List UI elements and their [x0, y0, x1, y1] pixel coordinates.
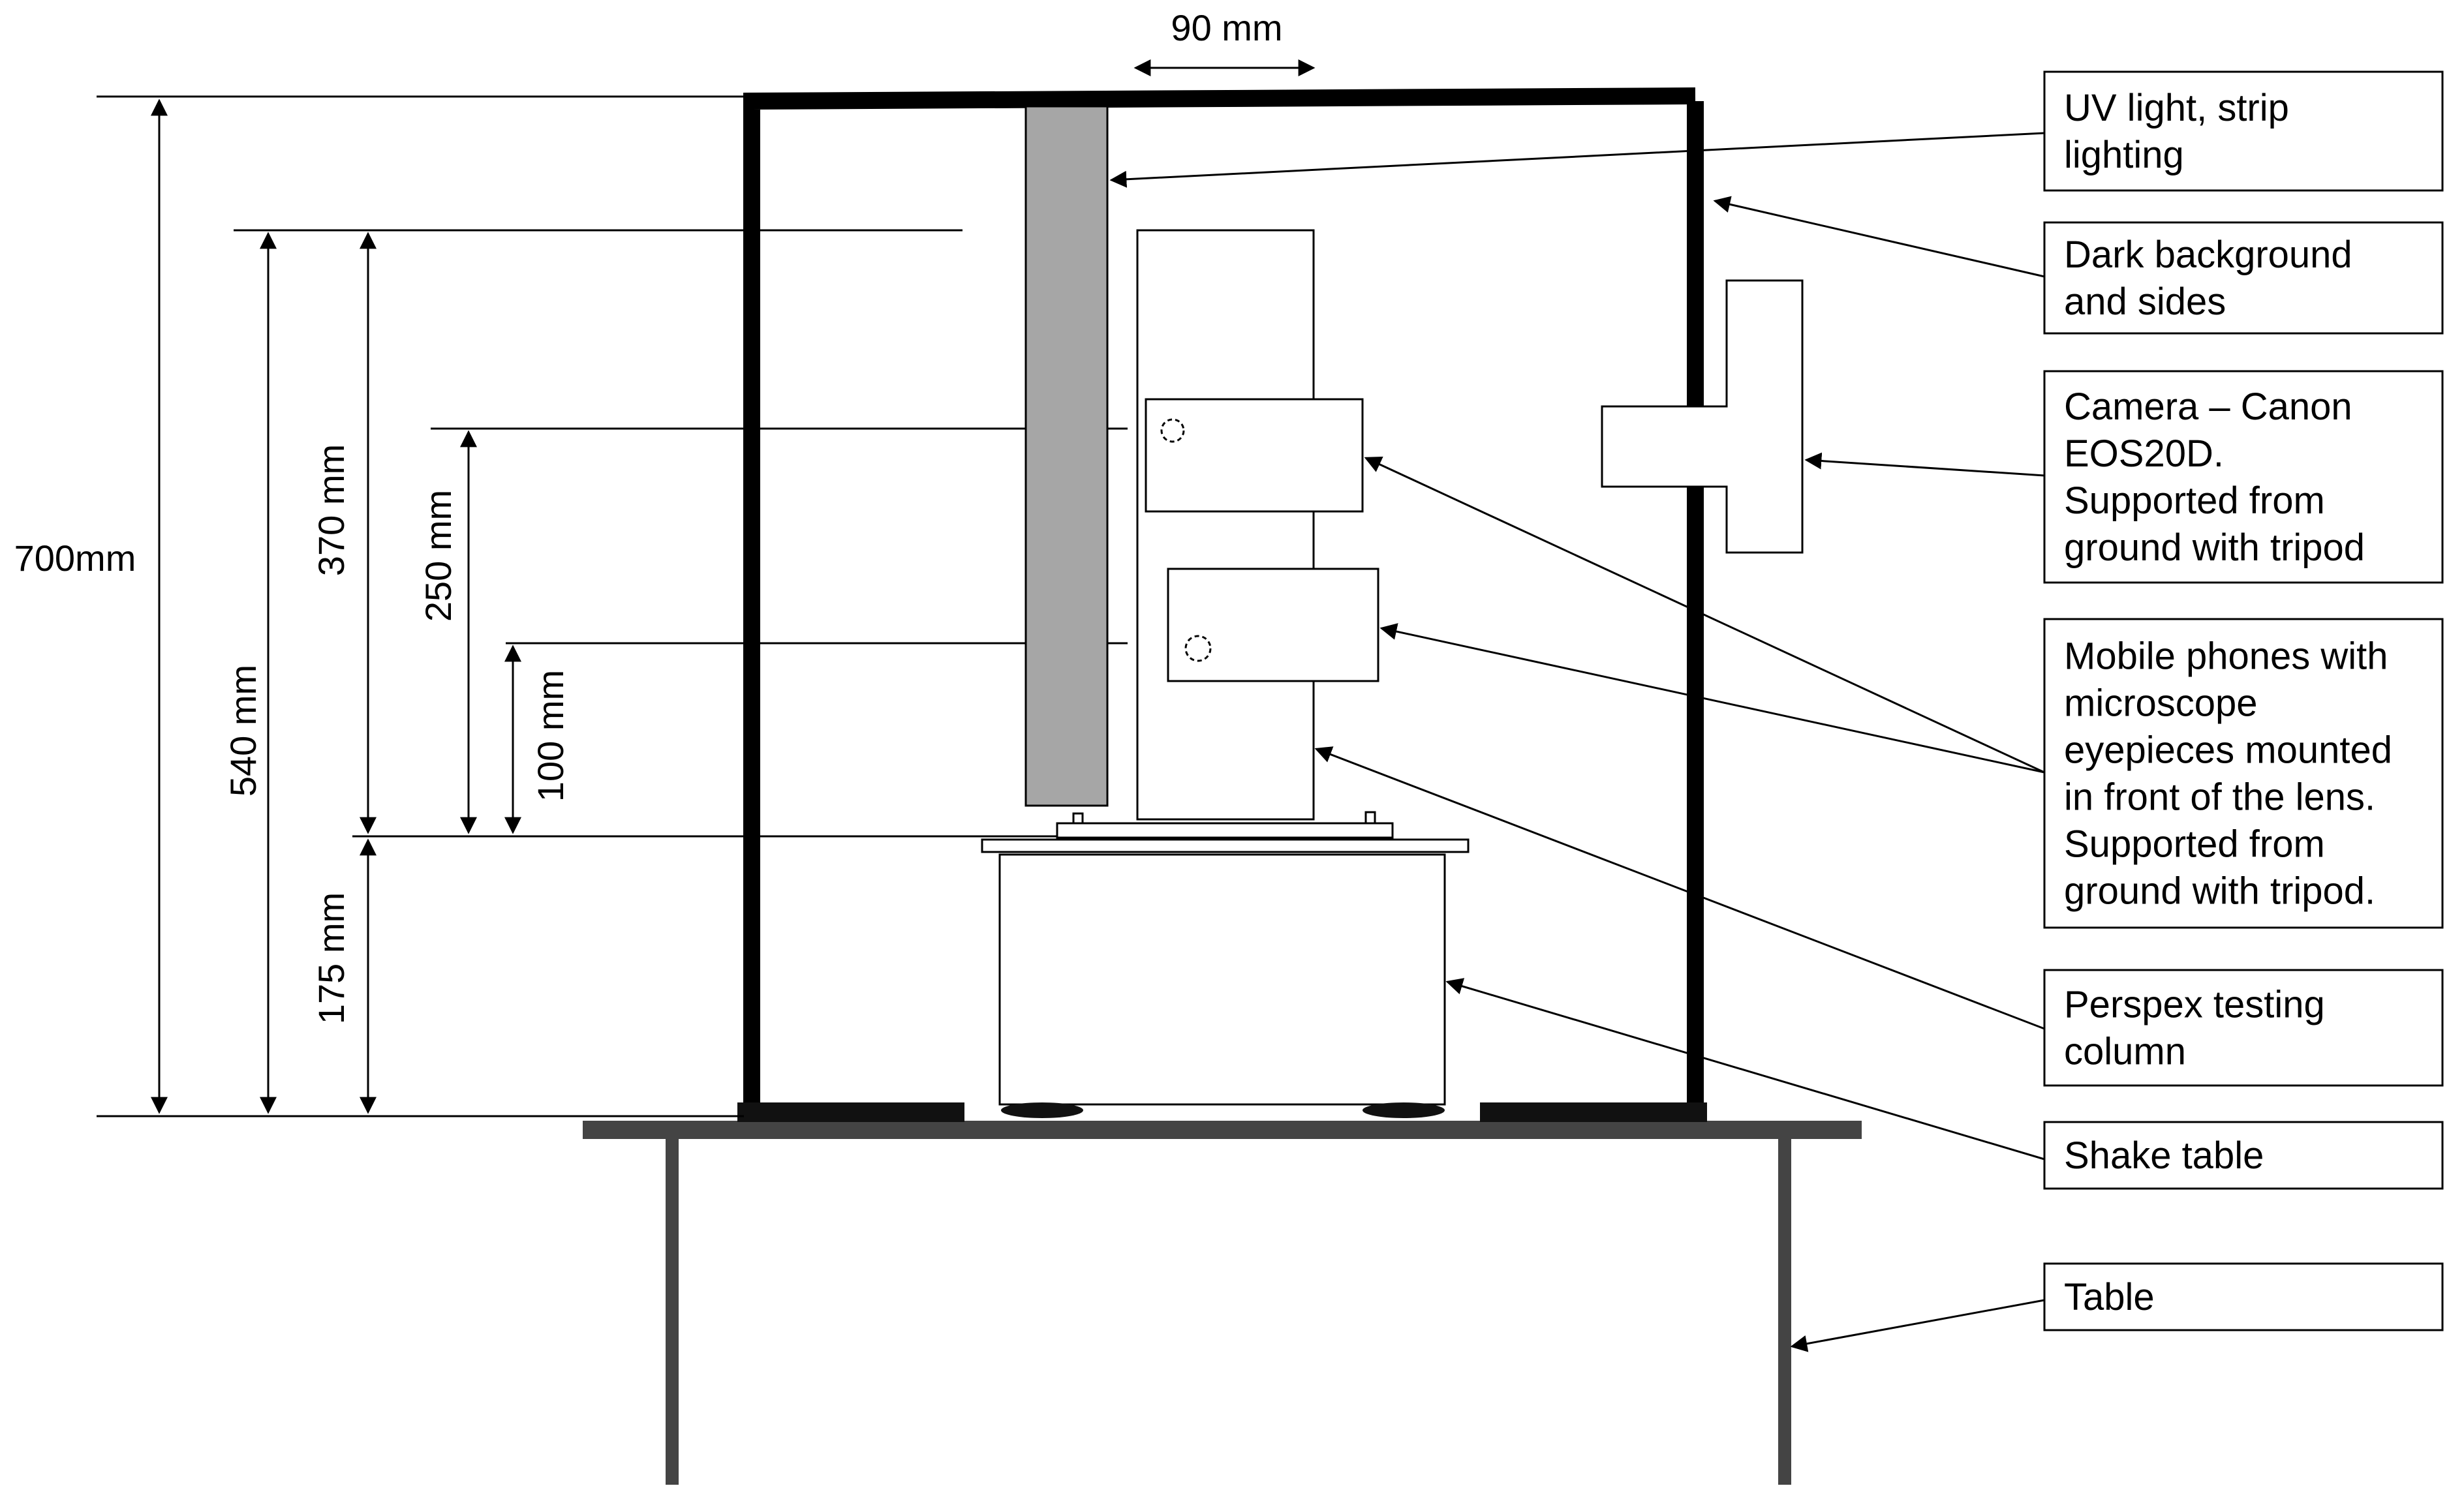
table-leg-left — [666, 1139, 679, 1485]
dim-total-height: 700mm — [14, 538, 136, 579]
table-top — [583, 1121, 1862, 1139]
dim-height-100: 100 mm — [530, 670, 571, 802]
label-box — [2043, 969, 2444, 1087]
label-line: Supported from — [2064, 479, 2325, 522]
label-line: ground with tripod. — [2064, 870, 2375, 913]
label-perspex-column: Perspex testing column — [2043, 969, 2444, 1087]
dim-height-175: 175 mm — [311, 892, 352, 1024]
leader-arrows — [1109, 132, 2045, 1352]
label-line: microscope — [2064, 682, 2258, 725]
camera-lens-icon — [1160, 418, 1185, 443]
label-line: ground with tripod — [2064, 526, 2365, 569]
label-box — [2043, 221, 2444, 335]
uv-light-strip — [1024, 105, 1109, 807]
table-leg-right — [1778, 1139, 1791, 1485]
label-line: Perspex testing — [2064, 984, 2325, 1026]
leader-table — [1790, 1299, 2045, 1352]
label-line: Camera – Canon — [2064, 386, 2352, 428]
mobile-phone-upper — [1145, 398, 1364, 513]
leader-dark-background — [1713, 196, 2045, 278]
dimension-lines — [97, 59, 1316, 1117]
label-box — [2043, 1121, 2444, 1190]
shake-table-foot-right — [1363, 1102, 1445, 1118]
leader-mobile-upper — [1364, 457, 2045, 774]
label-line: and sides — [2064, 281, 2226, 323]
label-line: EOS20D. — [2064, 433, 2224, 475]
label-table: Table — [2043, 1262, 2444, 1331]
label-line: Dark background — [2064, 234, 2352, 276]
dark-enclosure-frame — [737, 87, 1707, 1122]
leader-shake-table — [1445, 978, 2045, 1161]
label-line: Table — [2064, 1276, 2155, 1318]
table — [583, 1121, 1862, 1485]
label-shake-table: Shake table — [2043, 1121, 2444, 1190]
leader-perspex — [1314, 746, 2045, 1030]
shake-table — [998, 853, 1446, 1118]
dim-width-top: 90 mm — [1171, 7, 1282, 48]
leader-uv-light — [1109, 132, 2045, 188]
dim-height-370: 370 mm — [311, 444, 352, 576]
frame-foot-left — [737, 1102, 964, 1122]
label-line: lighting — [2064, 134, 2184, 176]
label-box — [2043, 70, 2444, 192]
label-box — [2043, 370, 2444, 584]
dim-height-540: 540 mm — [223, 665, 264, 797]
column-base-plate — [981, 811, 1470, 853]
label-line: column — [2064, 1031, 2186, 1073]
camera-lens-icon — [1184, 635, 1212, 662]
leader-mobile-lower — [1379, 623, 2045, 774]
perspex-testing-column — [1136, 229, 1315, 821]
label-line: UV light, strip — [2064, 87, 2289, 129]
label-line: in front of the lens. — [2064, 776, 2375, 819]
label-line: Mobile phones with — [2064, 635, 2388, 678]
label-line: eyepieces mounted — [2064, 729, 2392, 772]
dim-height-250: 250 mm — [418, 490, 459, 622]
frame-foot-right — [1480, 1102, 1707, 1122]
label-box — [2043, 618, 2444, 929]
label-line: Supported from — [2064, 823, 2325, 866]
shake-table-foot-left — [1001, 1102, 1083, 1118]
label-uv-light: UV light, strip lighting — [2043, 70, 2444, 192]
label-box — [2043, 1262, 2444, 1331]
leader-camera — [1804, 452, 2045, 477]
label-dark-background: Dark background and sides — [2043, 221, 2444, 335]
camera-canon — [1601, 279, 1804, 554]
mobile-phone-lower — [1167, 568, 1379, 682]
label-line: Shake table — [2064, 1134, 2264, 1177]
